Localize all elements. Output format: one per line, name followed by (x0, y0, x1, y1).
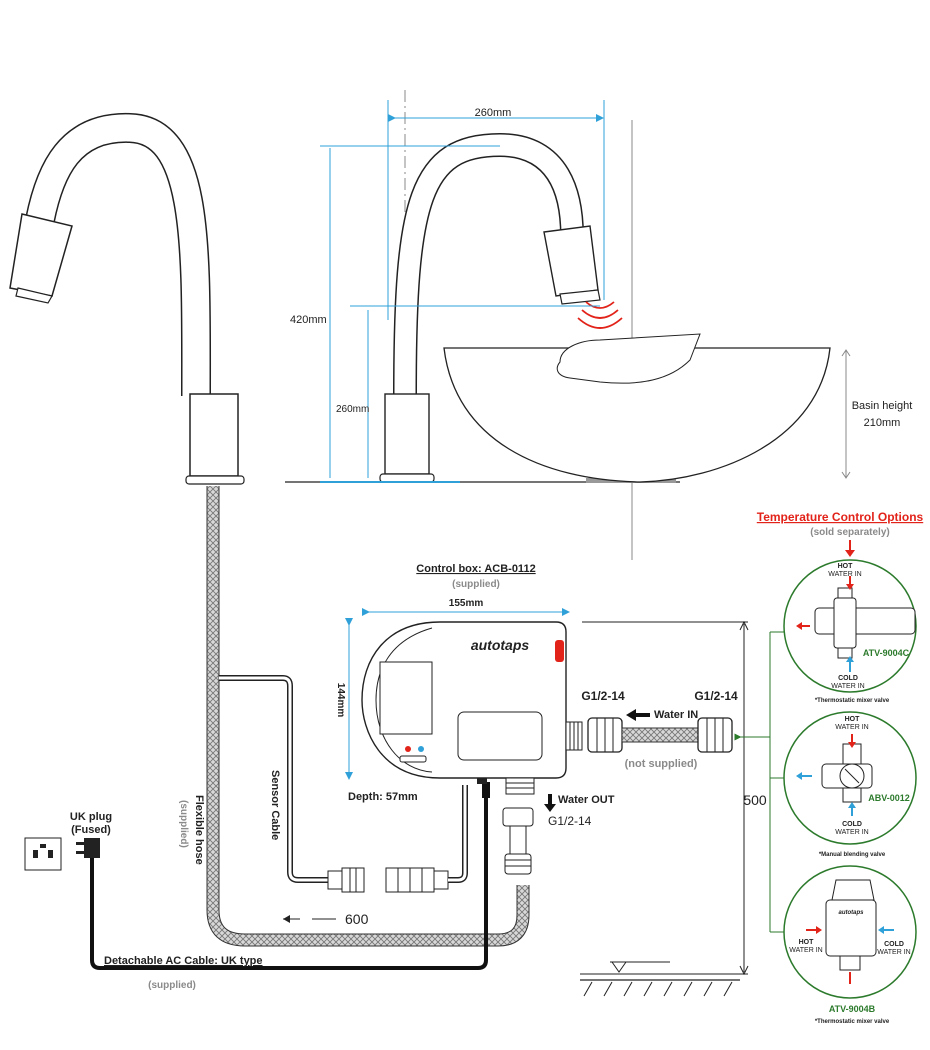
option-atv-9004b (783, 865, 917, 999)
box-depth-label: Depth: 57mm (348, 791, 418, 803)
basin-height-label: Basin height (852, 400, 913, 412)
flexible-hose-label: Flexible hose (193, 795, 205, 865)
vertical-500-dimension (580, 620, 749, 976)
opt1-cold: COLD (838, 675, 858, 682)
sensor-cable-label: Sensor Cable (269, 770, 281, 840)
control-box (345, 608, 583, 795)
temp-options-subtitle: (sold separately) (810, 527, 889, 538)
basin-height-value: 210mm (864, 417, 901, 429)
uk-plug-fused: (Fused) (71, 824, 111, 836)
spout-height-dimension: 260mm (336, 404, 369, 415)
opt3-hot: HOT (799, 939, 815, 946)
opt3-code: ATV-9004B (829, 1004, 876, 1014)
g-right-label: G1/2-14 (694, 689, 738, 703)
opt2-cold-sub: WATER IN (835, 829, 868, 836)
opt3-hot-sub: WATER IN (789, 947, 822, 954)
sensor-connector-left (327, 867, 365, 893)
water-out-label: Water OUT (558, 794, 615, 806)
floor-hatch (580, 979, 740, 997)
flexible-hose-supplied: (supplied) (178, 800, 189, 848)
opt2-caption: *Manual blending valve (819, 852, 886, 858)
temp-options-title: Temperature Control Options (757, 510, 924, 524)
opt1-code: ATV-9004C (863, 648, 910, 658)
option-abv-0012 (783, 711, 917, 845)
water-in-hose (587, 709, 733, 753)
not-supplied-label: (not supplied) (625, 758, 698, 770)
ac-cable-label: Detachable AC Cable: UK type (104, 955, 263, 967)
opt3-cold-sub: WATER IN (877, 949, 910, 956)
control-box-brand: autotaps (471, 637, 530, 653)
opt3-cold: COLD (884, 941, 904, 948)
g-left-label: G1/2-14 (581, 689, 625, 703)
ac-cable (90, 790, 488, 970)
horizontal-600-value: 600 (345, 911, 369, 927)
sensor-connector-right (385, 867, 449, 893)
uk-socket-icon (24, 837, 62, 871)
uk-plug-label: UK plug (70, 811, 112, 823)
opt2-cold: COLD (842, 821, 862, 828)
opt1-caption: *Thermostatic mixer valve (815, 698, 890, 704)
large-faucet (9, 112, 245, 485)
total-height-dimension: 420mm (290, 314, 327, 326)
horizontal-600-dimension (283, 915, 336, 923)
control-box-title: Control box: ACB-0112 (416, 563, 535, 575)
opt3-caption: *Thermostatic mixer valve (815, 1019, 890, 1025)
opt1-cold-sub: WATER IN (831, 683, 864, 690)
box-height-dimension: 144mm (335, 683, 346, 718)
water-in-label: Water IN (654, 709, 698, 721)
vertical-500-value: 500 (743, 792, 767, 808)
faucet-dimension-drawing (285, 90, 851, 560)
water-out-hose (502, 794, 556, 875)
control-box-supplied: (supplied) (452, 579, 500, 590)
opt1-hot-sub: WATER IN (828, 571, 861, 578)
opt2-code: ABV-0012 (868, 793, 910, 803)
opt2-hot: HOT (845, 716, 861, 723)
box-width-dimension: 155mm (449, 598, 484, 609)
g-out-label: G1/2-14 (548, 814, 592, 828)
opt3-brand: autotaps (838, 910, 864, 916)
option-atv-9004c (783, 559, 917, 693)
options-connector (734, 631, 786, 933)
opt2-hot-sub: WATER IN (835, 724, 868, 731)
uk-plug-icon (76, 838, 100, 858)
ac-cable-supplied: (supplied) (148, 980, 196, 991)
opt1-hot: HOT (838, 563, 854, 570)
reach-dimension: 260mm (475, 107, 512, 119)
